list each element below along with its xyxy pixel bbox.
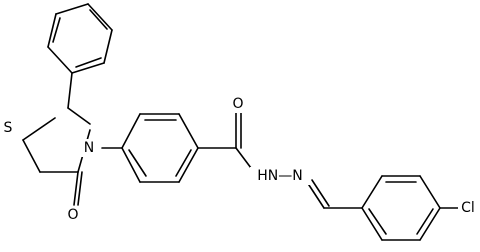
bond <box>77 171 83 206</box>
bond <box>121 147 141 183</box>
atom-n-ring: N <box>81 139 97 157</box>
bond <box>71 62 105 74</box>
bond <box>178 147 199 183</box>
bond <box>22 139 41 173</box>
bond <box>361 175 383 209</box>
atom-o-amide: O <box>230 95 246 113</box>
bond <box>67 107 91 125</box>
bond <box>103 29 113 64</box>
atom-label: N <box>84 140 94 156</box>
bond <box>47 46 73 74</box>
atom-label: S <box>4 120 13 136</box>
atom-label: O <box>67 207 78 223</box>
atom-label: Cl <box>461 200 475 216</box>
bond <box>361 207 383 241</box>
thiazolidinone-ring <box>22 72 91 206</box>
bond <box>306 181 325 209</box>
atom-cl: Cl <box>458 199 478 217</box>
bond <box>55 3 89 15</box>
bond <box>368 208 387 235</box>
bond <box>419 175 441 209</box>
bond <box>89 9 108 30</box>
bond <box>87 3 113 31</box>
bond <box>121 113 141 149</box>
bond <box>67 72 73 109</box>
phenyl-ring <box>47 3 113 74</box>
bond <box>311 179 330 207</box>
bond <box>175 149 192 177</box>
phenylene-ring <box>121 113 199 183</box>
bond <box>416 208 434 235</box>
bond <box>47 13 57 48</box>
bond <box>419 207 441 241</box>
bond <box>75 57 102 68</box>
atom-label: O <box>232 96 243 112</box>
atom-s: S <box>1 119 15 137</box>
atom-hn-n: HN—N <box>250 167 310 185</box>
chlorophenyl-ring <box>361 175 441 241</box>
atom-labels: S N O O HN—N Cl <box>1 95 478 224</box>
bond <box>73 171 79 206</box>
bonds <box>22 3 459 241</box>
bond <box>178 113 199 149</box>
bond <box>22 117 56 141</box>
atom-o-ring: O <box>65 206 81 224</box>
bond <box>128 149 147 177</box>
atom-label: HN—N <box>257 168 302 184</box>
bond <box>52 17 61 43</box>
